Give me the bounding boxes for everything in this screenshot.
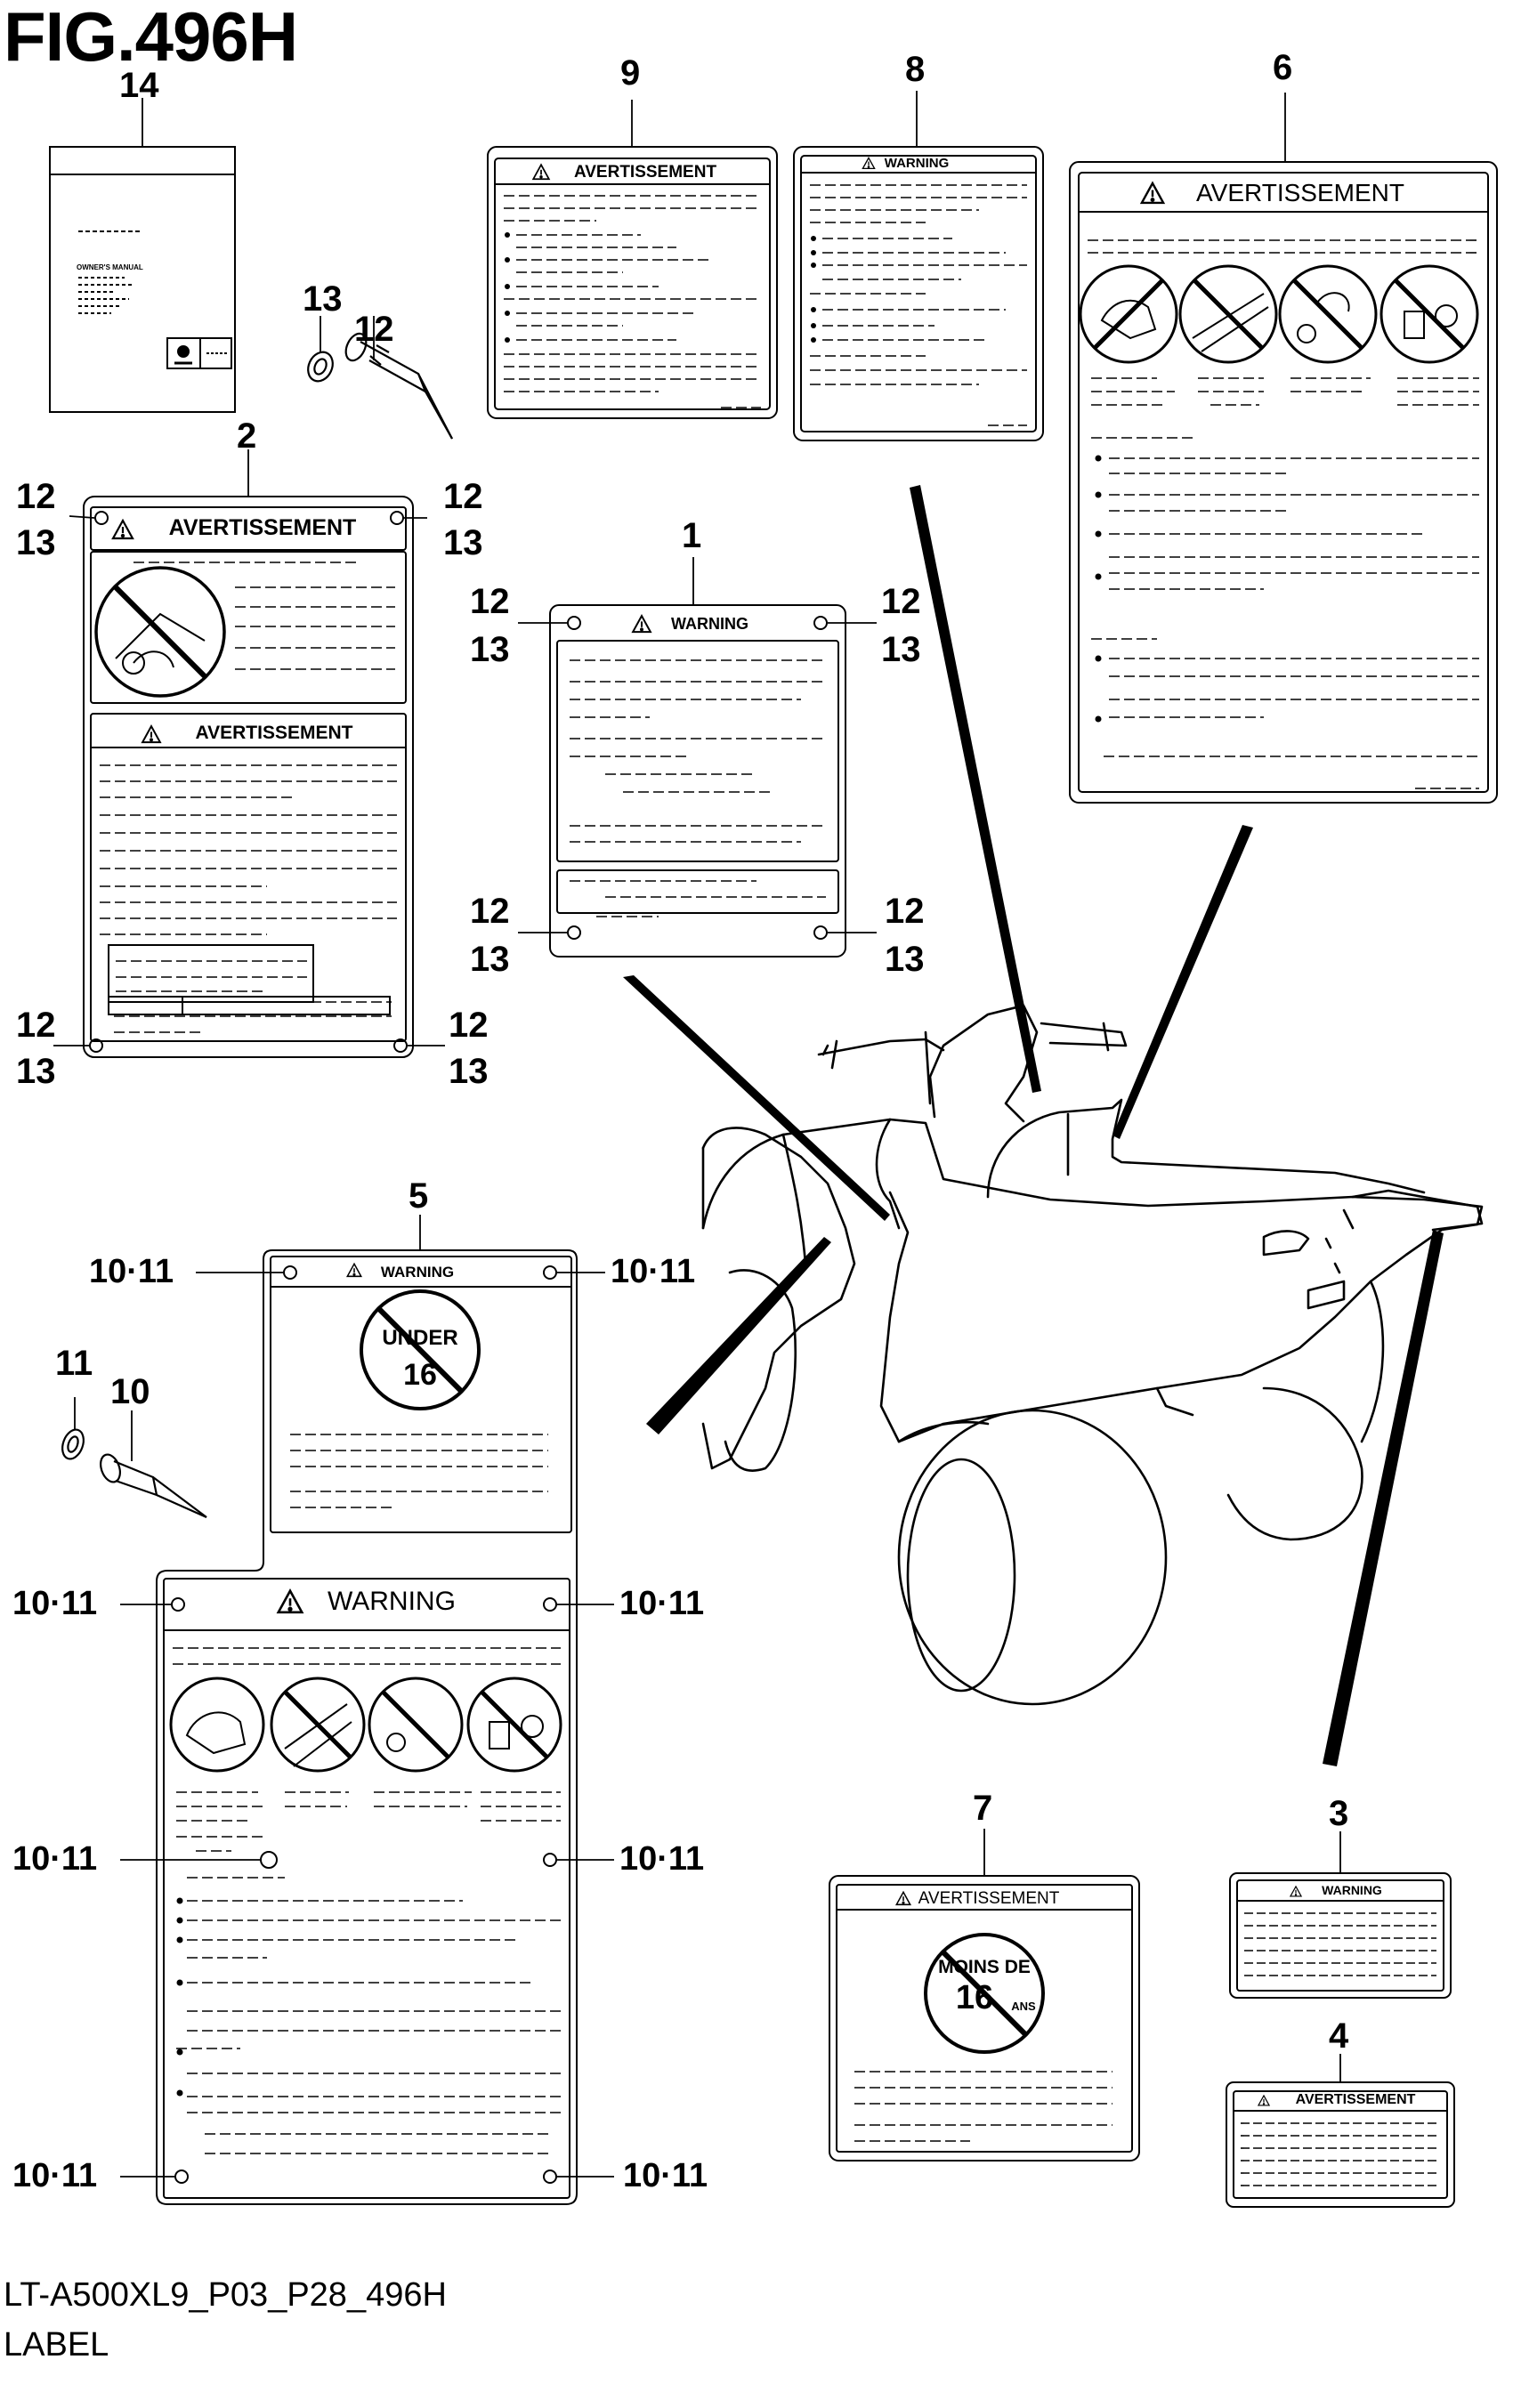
ans-text: ANS: [1011, 2000, 1036, 2013]
label-3: [1229, 1831, 1452, 1999]
label-8: [793, 91, 1044, 441]
label-4-heading: AVERTISSEMENT: [1295, 2092, 1416, 2107]
label-5: [156, 1215, 578, 2205]
callout-10-11-l5-bot-l: 10·11: [12, 2157, 98, 2194]
callout-13-l2-br: 13: [449, 1052, 489, 1091]
model-code: LT-A500XL9_P03_P28_496H: [4, 2276, 447, 2314]
callout-12-l2-tl: 12: [16, 477, 56, 516]
callout-4: 4: [1329, 2016, 1349, 2056]
callout-10-11-l5-top-r: 10·11: [611, 1253, 696, 1290]
callout-leaders: [53, 515, 877, 2178]
callout-6: 6: [1273, 48, 1293, 87]
callout-9: 9: [620, 53, 641, 93]
callout-3: 3: [1329, 1794, 1349, 1833]
figure-caption: LABEL: [4, 2326, 109, 2364]
under-text: UNDER: [382, 1326, 458, 1350]
callout-13-l2-tr: 13: [443, 523, 483, 562]
callout-13-l1-tr: 13: [881, 630, 921, 669]
label-1-heading: WARNING: [671, 615, 748, 633]
callout-12-l1-tl: 12: [470, 582, 510, 621]
callout-2: 2: [237, 416, 257, 456]
callout-7: 7: [973, 1789, 993, 1828]
atv-outline: [701, 1004, 1484, 1706]
label-9-heading: AVERTISSEMENT: [573, 163, 717, 182]
callout-13-l1-bl: 13: [470, 940, 510, 979]
moins-de-16-number: 16: [955, 1979, 994, 2016]
callout-12-l2-bl: 12: [16, 1006, 56, 1045]
callout-10-11-l5-mid-l: 10·11: [12, 1585, 98, 1622]
callout-1: 1: [682, 516, 702, 555]
label-2-subheading: AVERTISSEMENT: [195, 723, 353, 743]
owners-manual-14: [49, 98, 236, 413]
callout-11-mid: 11: [55, 1344, 93, 1383]
label-9: [487, 100, 778, 419]
label-2: [83, 449, 414, 1058]
callout-13-l2-tl: 13: [16, 523, 56, 562]
callout-12-l1-bl: 12: [470, 892, 510, 931]
rivet-washer-12-13: [307, 316, 453, 440]
callout-5: 5: [409, 1176, 429, 1216]
under-16-number: 16: [403, 1358, 437, 1392]
label-5-heading: WARNING: [380, 1264, 455, 1281]
manual-cover-title: OWNER'S MANUAL: [77, 263, 143, 271]
label-6: [1069, 93, 1498, 804]
callout-13-l2-bl: 13: [16, 1052, 56, 1091]
callout-12-l2-br: 12: [449, 1006, 489, 1045]
callout-13-l1-tl: 13: [470, 630, 510, 669]
callout-12-l1-br: 12: [885, 892, 925, 931]
label-3-heading: WARNING: [1322, 1883, 1382, 1897]
leader-wedges: [623, 485, 1444, 1766]
callout-10-11-l5-low-l: 10·11: [12, 1840, 98, 1878]
callout-10-11-l5-low-r: 10·11: [619, 1840, 705, 1878]
callout-13-l1-br: 13: [885, 940, 925, 979]
figure-title: FIG.496H: [4, 0, 298, 76]
label-7: [829, 1829, 1140, 2162]
label-5-subheading: WARNING: [328, 1587, 456, 1616]
callout-10-11-l5-mid-r: 10·11: [619, 1585, 705, 1622]
callout-12-top: 12: [354, 310, 394, 349]
callout-10-11-l5-top-l: 10·11: [89, 1253, 174, 1290]
callout-10-mid: 10: [110, 1372, 150, 1411]
label-2-heading: AVERTISSEMENT: [168, 515, 357, 540]
callout-8: 8: [905, 50, 926, 89]
label-8-heading: WARNING: [884, 156, 950, 171]
rivet-washer-10-11: [61, 1397, 207, 1519]
label-6-heading: AVERTISSEMENT: [1196, 179, 1404, 206]
callout-12-l1-tr: 12: [881, 582, 921, 621]
callout-13-top: 13: [303, 279, 343, 319]
callout-12-l2-tr: 12: [443, 477, 483, 516]
moins-de-text: MOINS DE: [938, 1957, 1031, 1977]
label-4: [1226, 2054, 1455, 2208]
callout-10-11-l5-bot-r: 10·11: [623, 2157, 708, 2194]
label-7-heading: AVERTISSEMENT: [918, 1889, 1060, 1908]
callout-14: 14: [119, 66, 159, 105]
label-1: [549, 557, 846, 958]
